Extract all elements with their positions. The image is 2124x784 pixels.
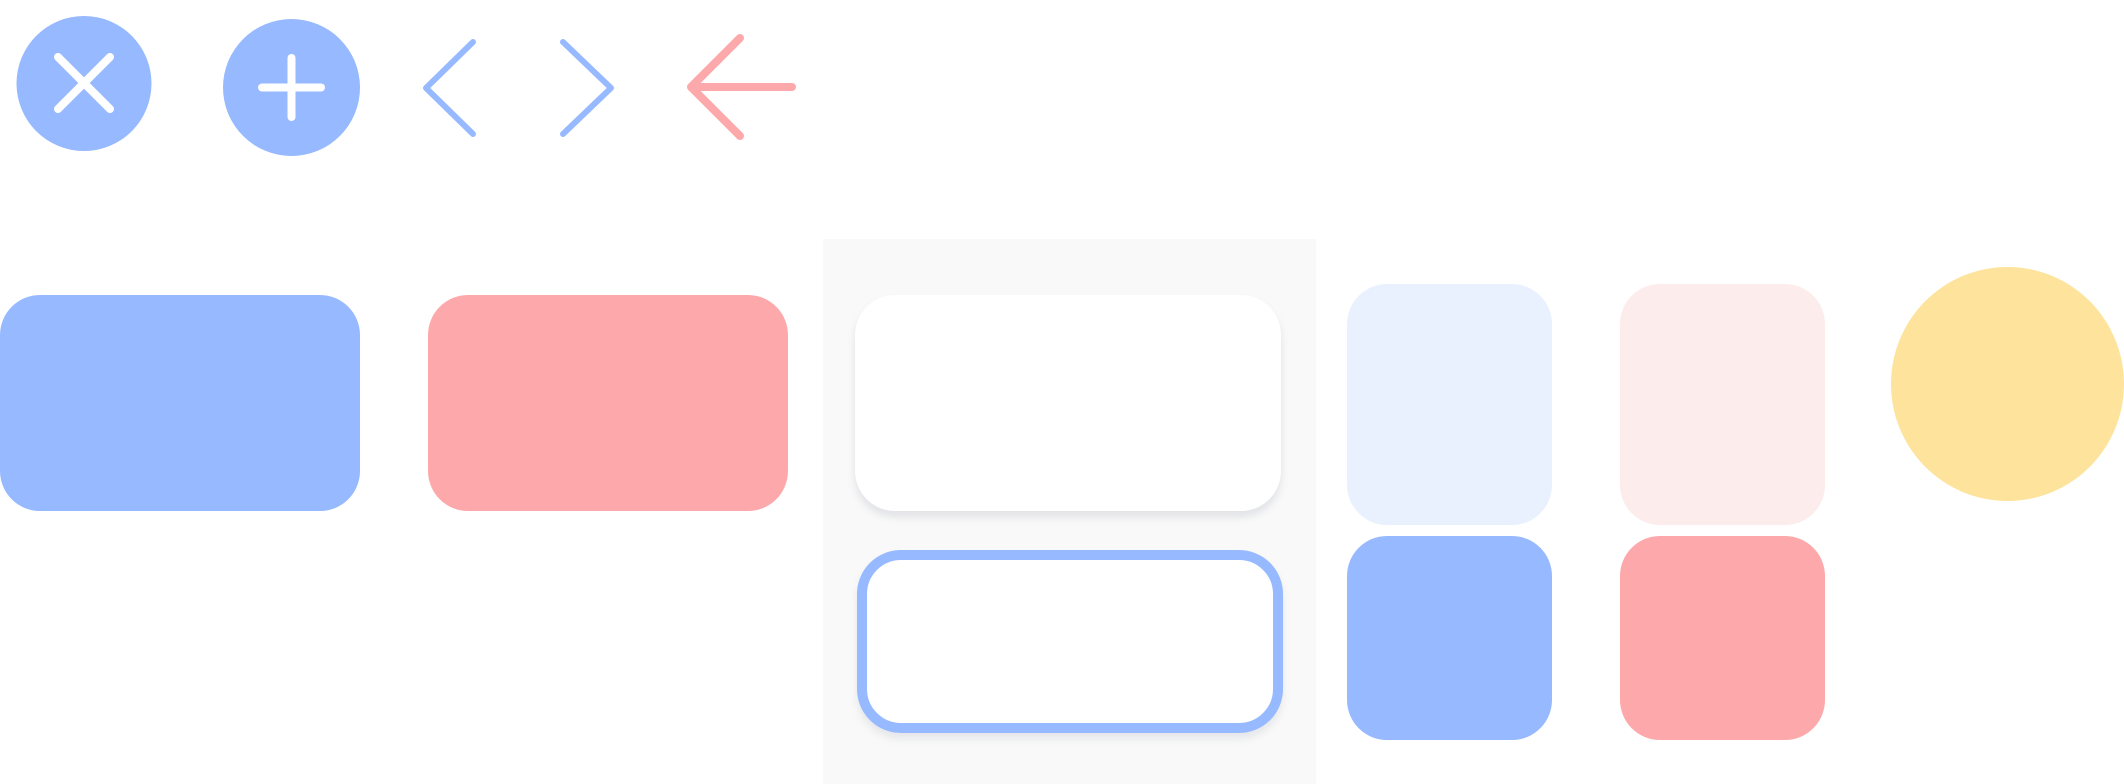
danger-wide-button[interactable] — [428, 295, 788, 511]
next-button[interactable] — [555, 34, 621, 142]
close-x-icon — [16, 16, 152, 151]
chevron-right-icon — [560, 39, 614, 137]
close-button[interactable] — [15, 16, 153, 151]
arrow-left-icon — [687, 34, 796, 140]
primary-light-tile[interactable] — [1347, 284, 1552, 525]
prev-button[interactable] — [417, 34, 483, 142]
add-button[interactable] — [223, 19, 360, 156]
primary-wide-button[interactable] — [0, 295, 360, 511]
danger-light-tile[interactable] — [1620, 284, 1825, 525]
primary-tile[interactable] — [1347, 536, 1552, 740]
plus-icon — [223, 19, 360, 156]
chevron-left-icon — [423, 39, 476, 137]
outline-card[interactable] — [857, 550, 1283, 733]
highlight-circle — [1891, 267, 2124, 501]
danger-tile[interactable] — [1620, 536, 1825, 740]
white-card[interactable] — [855, 295, 1281, 511]
back-button[interactable] — [682, 32, 800, 142]
